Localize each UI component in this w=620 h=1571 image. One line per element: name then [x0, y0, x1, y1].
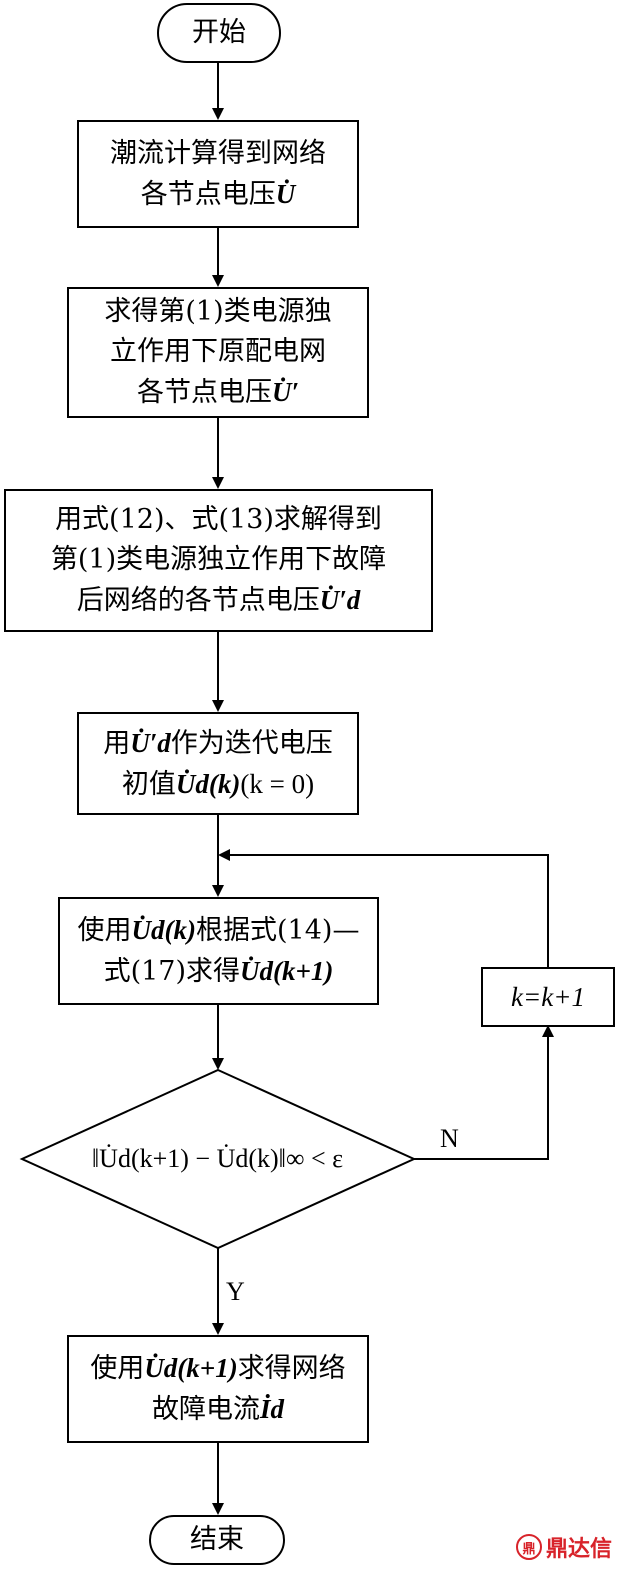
step-source-voltage-line2: 立作用下原配电网: [110, 336, 326, 367]
step-load-flow-line1: 潮流计算得到网络: [110, 137, 326, 169]
step-source-voltage: 求得第(1)类电源独 立作用下原配电网 各节点电压U̇′: [67, 287, 369, 418]
watermark: 鼎 鼎达信: [515, 1531, 612, 1563]
label-no: N: [440, 1124, 459, 1153]
step-increment-k: k=k+1: [481, 967, 615, 1027]
step-source-voltage-line1: 求得第(1)类电源独: [104, 296, 332, 327]
step-load-flow-line2: 各节点电压U̇: [140, 178, 296, 210]
arrow-decision-no: [414, 1025, 554, 1160]
step-initial-value-line1: 用U̇′d作为迭代电压: [103, 727, 333, 759]
increment-label: k=k+1: [511, 982, 585, 1012]
step-initial-value-line2: 初值U̇d(k)(k = 0): [121, 768, 315, 800]
step-fault-voltage-line1: 用式(12)、式(13)求解得到: [55, 504, 382, 535]
step-fault-voltage: 用式(12)、式(13)求解得到 第(1)类电源独立作用下故障 后网络的各节点电…: [4, 489, 433, 632]
step-iteration-line2: 式(17)求得U̇d(k+1): [103, 956, 334, 987]
watermark-logo-icon: 鼎: [515, 1534, 542, 1560]
step-load-flow: 潮流计算得到网络 各节点电压U̇: [77, 120, 359, 228]
step-fault-voltage-line3: 后网络的各节点电压U̇′d: [76, 585, 361, 616]
start-node: 开始: [157, 3, 281, 63]
step-iteration-line1: 使用U̇d(k)根据式(14)—: [77, 915, 360, 946]
arrow-loop-back: [218, 849, 549, 967]
end-node: 结束: [149, 1515, 285, 1565]
step-fault-current-line2: 故障电流İd: [151, 1394, 284, 1425]
step-fault-current: 使用U̇d(k+1)求得网络 故障电流İd: [67, 1335, 369, 1443]
end-label: 结束: [190, 1524, 244, 1555]
step-fault-voltage-line2: 第(1)类电源独立作用下故障: [50, 544, 387, 575]
start-label: 开始: [192, 17, 246, 48]
step-source-voltage-line3: 各节点电压U̇′: [136, 377, 300, 408]
step-initial-value: 用U̇′d作为迭代电压 初值U̇d(k)(k = 0): [77, 712, 359, 815]
label-yes: Y: [226, 1277, 245, 1306]
step-iteration: 使用U̇d(k)根据式(14)— 式(17)求得U̇d(k+1): [58, 897, 379, 1005]
watermark-text: 鼎达信: [545, 1537, 612, 1562]
convergence-condition: ‖U̇d(k+1) − U̇d(k)‖∞ < ε: [91, 1144, 344, 1173]
step-fault-current-line1: 使用U̇d(k+1)求得网络: [90, 1353, 346, 1384]
